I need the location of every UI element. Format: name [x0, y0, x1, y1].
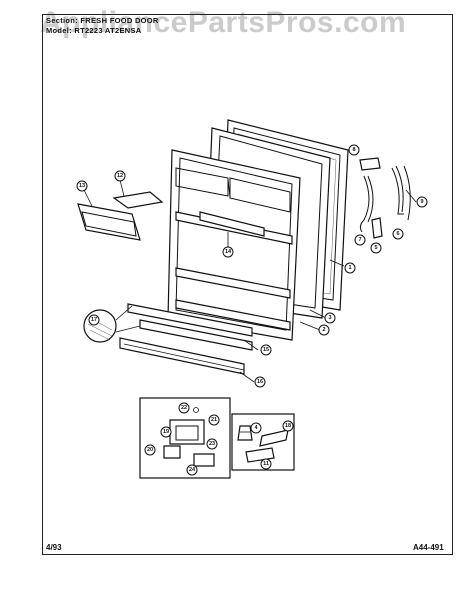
callout-13: 13 — [76, 180, 88, 192]
svg-text:9: 9 — [420, 199, 423, 205]
callouts: 1 2 3 4 5 6 7 8 9 11 12 13 14 15 16 17 1… — [76, 144, 428, 476]
svg-text:17: 17 — [91, 317, 97, 323]
callout-19: 19 — [160, 426, 172, 438]
svg-text:22: 22 — [181, 405, 187, 411]
svg-text:3: 3 — [328, 315, 331, 321]
svg-text:18: 18 — [285, 423, 291, 429]
callout-8: 8 — [348, 144, 360, 156]
trim-strips — [119, 303, 253, 375]
svg-text:19: 19 — [163, 429, 169, 435]
dairy-door — [112, 191, 164, 209]
section-label: Section: — [46, 16, 78, 25]
callout-16: 16 — [254, 376, 266, 388]
callout-22: 22 — [178, 402, 190, 414]
svg-text:4: 4 — [254, 425, 258, 431]
callout-2: 2 — [318, 324, 330, 336]
hinge-assembly — [359, 157, 411, 239]
callout-7: 7 — [354, 234, 366, 246]
callout-18: 18 — [282, 420, 294, 432]
svg-text:6: 6 — [396, 231, 399, 237]
svg-text:2: 2 — [322, 327, 325, 333]
callout-20: 20 — [144, 444, 156, 456]
callout-9: 9 — [416, 196, 428, 208]
callout-4: 4 — [250, 422, 262, 434]
callout-15: 15 — [260, 344, 272, 356]
callout-11: 11 — [260, 458, 272, 470]
callout-17: 17 — [88, 314, 100, 326]
callout-1: 1 — [344, 262, 356, 274]
svg-text:14: 14 — [225, 249, 232, 255]
svg-text:11: 11 — [263, 461, 269, 467]
svg-text:16: 16 — [257, 379, 263, 385]
callout-24: 24 — [186, 464, 198, 476]
svg-text:12: 12 — [117, 173, 123, 179]
callout-23: 23 — [206, 438, 218, 450]
svg-text:15: 15 — [263, 347, 269, 353]
callout-14: 14 — [222, 246, 234, 258]
svg-text:5: 5 — [374, 245, 377, 251]
svg-text:23: 23 — [209, 441, 215, 447]
footer-date: 4/93 — [46, 543, 62, 552]
inner-door-liner — [167, 149, 301, 341]
model-line: Model: RT2223 AT2ENSA — [46, 26, 142, 35]
svg-text:13: 13 — [79, 183, 85, 189]
section-header: Section: FRESH FOOD DOOR — [46, 16, 159, 25]
callout-6: 6 — [392, 228, 404, 240]
svg-text:20: 20 — [147, 447, 153, 453]
callout-21: 21 — [208, 414, 220, 426]
footer-code: A44-491 — [413, 543, 444, 552]
leader-lines — [83, 179, 417, 383]
svg-text:8: 8 — [352, 147, 355, 153]
diagram-frame — [42, 14, 453, 555]
svg-text:24: 24 — [189, 467, 196, 473]
callout-5: 5 — [370, 242, 382, 254]
svg-text:1: 1 — [348, 265, 351, 271]
section-value: FRESH FOOD DOOR — [80, 16, 159, 25]
callout-12: 12 — [114, 170, 126, 182]
svg-text:21: 21 — [211, 417, 217, 423]
butter-compartment — [77, 203, 141, 241]
watermark: AppliancePartsPros.com — [40, 6, 407, 39]
callout-3: 3 — [324, 312, 336, 324]
svg-text:7: 7 — [358, 237, 361, 243]
